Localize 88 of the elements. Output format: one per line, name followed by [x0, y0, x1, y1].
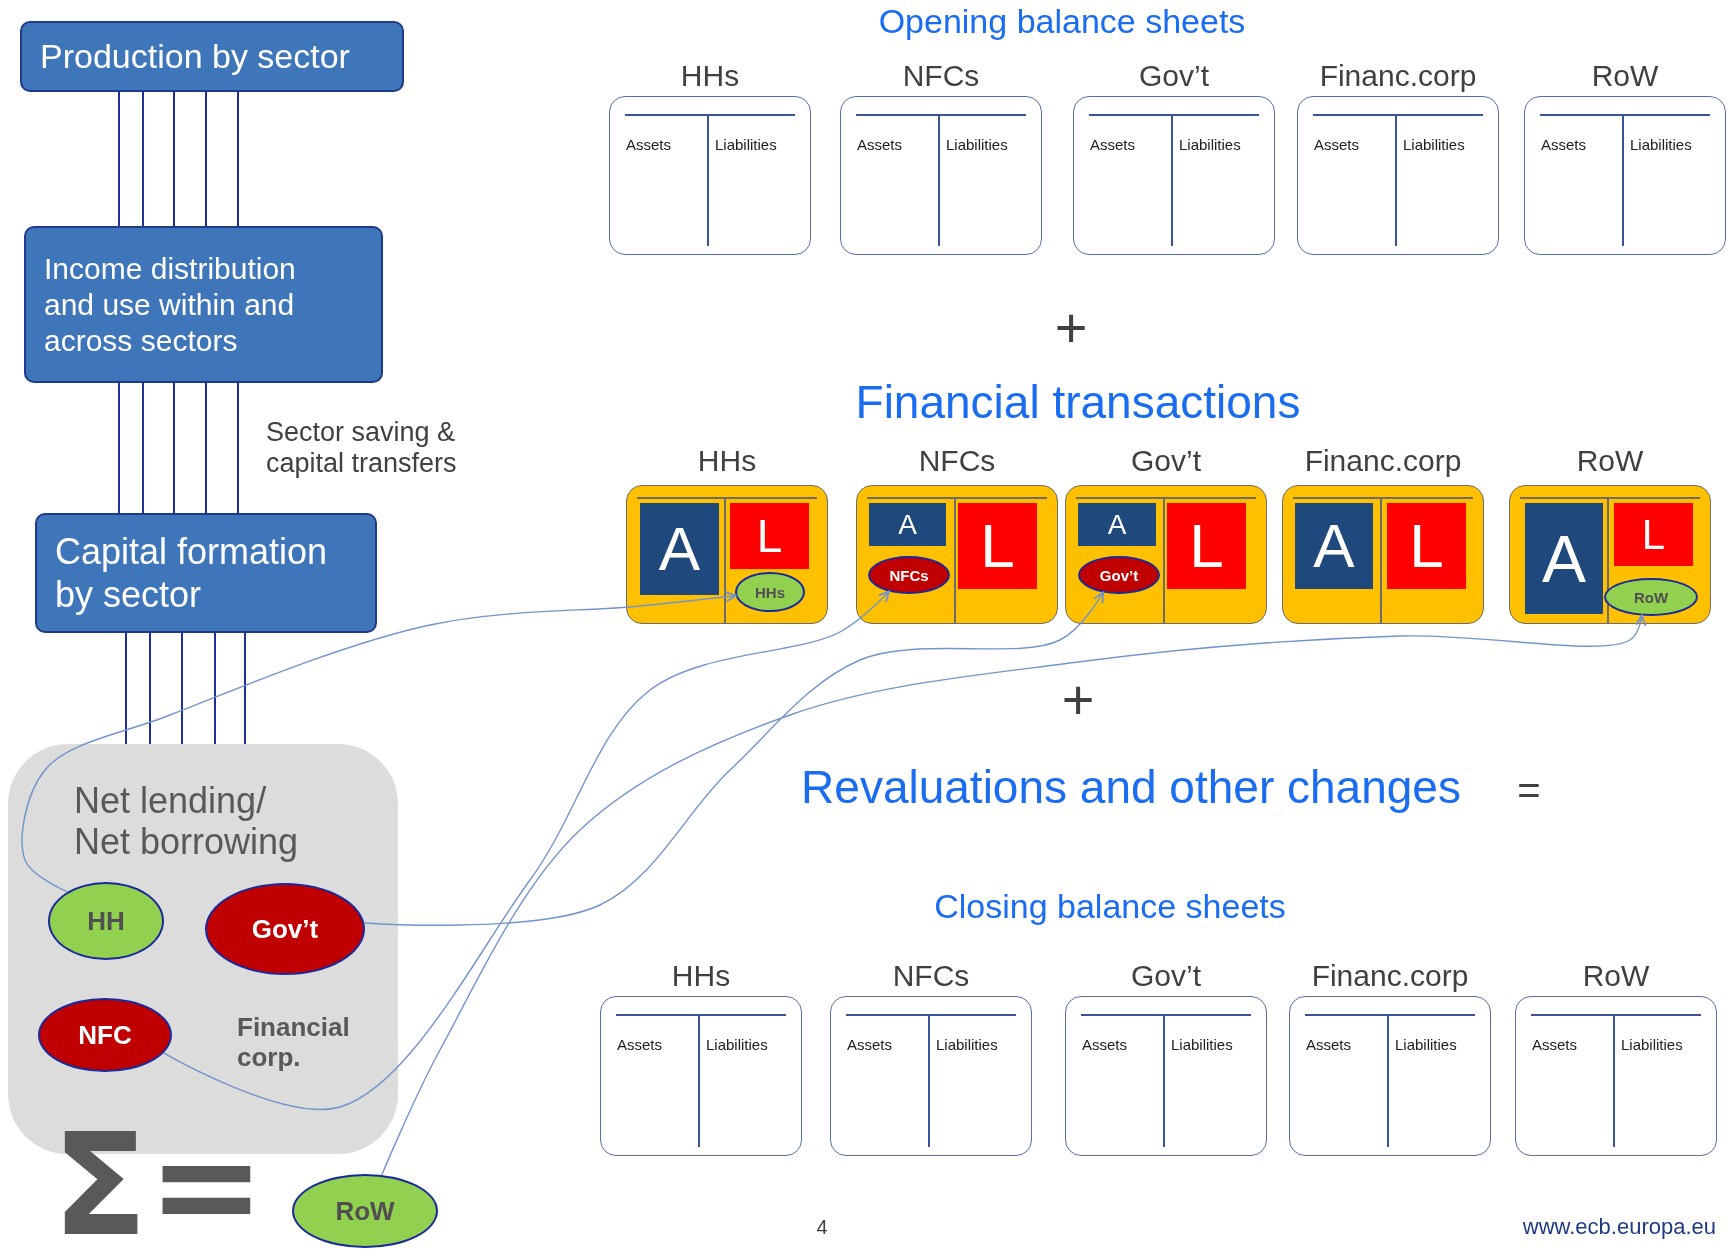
column-heading: Liabilities	[706, 1036, 768, 1053]
column-heading: Liabilities	[946, 136, 1008, 153]
column-heading: Assets	[857, 136, 902, 153]
column-heading: Liabilities	[1179, 136, 1241, 153]
connector-line	[214, 632, 216, 745]
arrow	[162, 590, 890, 1111]
sector-heading: Gov’t	[1130, 444, 1202, 478]
column-heading: Assets	[1532, 1036, 1577, 1053]
column-heading: Assets	[847, 1036, 892, 1053]
process-box: Income distribution and use within and across sectors	[24, 226, 383, 383]
plus-sign: +	[1061, 667, 1095, 733]
connector-line	[244, 632, 246, 745]
connector-line	[142, 91, 144, 227]
sector-ellipse: Gov’t	[205, 883, 365, 975]
letter-tile: L	[958, 503, 1037, 589]
arrow	[21, 591, 737, 893]
connector-line	[205, 382, 207, 514]
column-heading: Assets	[1306, 1036, 1351, 1053]
column-heading: Assets	[1541, 136, 1586, 153]
column-heading: Assets	[617, 1036, 662, 1053]
web-address: www.ecb.europa.eu	[1522, 1214, 1716, 1240]
process-box: Production by sector	[20, 21, 404, 92]
letter-tile: A	[640, 503, 719, 595]
panel-title: Net lending/ Net borrowing	[74, 780, 300, 863]
sector-heading: Financ.corp	[1318, 59, 1478, 93]
page-number: 4	[816, 1215, 828, 1239]
sector-ellipse: RoW	[292, 1174, 438, 1248]
sector-ellipse: RoW	[1604, 578, 1698, 616]
column-heading: Liabilities	[1630, 136, 1692, 153]
sector-heading: RoW	[1590, 59, 1660, 93]
connector-line	[173, 382, 175, 514]
sector-heading: RoW	[1581, 959, 1651, 993]
section-title: Opening balance sheets	[878, 2, 1246, 42]
arrow	[381, 614, 1647, 1176]
sum-symbol: Σ=	[52, 1116, 265, 1256]
process-box: Capital formation by sector	[35, 513, 377, 633]
letter-tile: A	[1525, 503, 1603, 614]
letter-tile: L	[1614, 503, 1693, 566]
column-heading: Liabilities	[1621, 1036, 1683, 1053]
sector-ellipse: NFCs	[868, 556, 950, 594]
letter-tile: L	[1167, 503, 1246, 589]
column-heading: Assets	[1082, 1036, 1127, 1053]
letter-tile: L	[730, 503, 809, 569]
sector-heading: Financ.corp	[1303, 444, 1463, 478]
letter-tile: A	[1295, 503, 1373, 589]
column-heading: Liabilities	[936, 1036, 998, 1053]
group-label: Financial corp.	[237, 1013, 351, 1073]
sector-ellipse: NFC	[38, 998, 172, 1072]
connector-line	[181, 632, 183, 745]
sector-heading: NFCs	[901, 59, 981, 93]
connector-line	[237, 382, 239, 514]
section-title: Closing balance sheets	[934, 887, 1286, 927]
annotation: Sector saving & capital transfers	[266, 416, 458, 480]
connector-line	[142, 382, 144, 514]
sector-heading: HHs	[696, 444, 758, 478]
connector-line	[173, 91, 175, 227]
column-heading: Liabilities	[1171, 1036, 1233, 1053]
connector-line	[149, 632, 151, 745]
column-heading: Assets	[1314, 136, 1359, 153]
sector-heading: Gov’t	[1130, 959, 1202, 993]
column-heading: Liabilities	[715, 136, 777, 153]
sector-heading: NFCs	[891, 959, 971, 993]
connector-line	[237, 91, 239, 227]
letter-tile: A	[869, 503, 946, 546]
sector-heading: NFCs	[917, 444, 997, 478]
section-title: Financial transactions	[855, 375, 1301, 429]
sector-ellipse: HH	[48, 882, 164, 960]
letter-tile: A	[1078, 503, 1156, 546]
column-heading: Assets	[1090, 136, 1135, 153]
sector-ellipse: Gov’t	[1078, 556, 1160, 594]
column-heading: Assets	[626, 136, 671, 153]
connector-line	[118, 382, 120, 514]
sector-heading: Financ.corp	[1310, 959, 1470, 993]
plus-sign: +	[1054, 295, 1088, 361]
arrow	[363, 591, 1105, 926]
sector-heading: HHs	[670, 959, 732, 993]
column-heading: Liabilities	[1395, 1036, 1457, 1053]
connector-line	[205, 91, 207, 227]
section-title: Revaluations and other changes	[801, 760, 1461, 814]
equals-sign: =	[1517, 767, 1541, 813]
sector-heading: HHs	[679, 59, 741, 93]
sector-heading: RoW	[1575, 444, 1645, 478]
column-heading: Liabilities	[1403, 136, 1465, 153]
sector-ellipse: HHs	[735, 572, 805, 612]
connector-line	[125, 632, 127, 745]
letter-tile: L	[1387, 503, 1466, 589]
connector-line	[118, 91, 120, 227]
sector-heading: Gov’t	[1138, 59, 1210, 93]
